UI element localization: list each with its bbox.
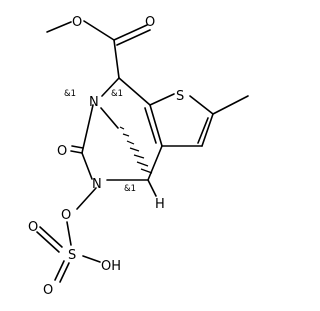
stereo-label-c-bridgehead: &1 bbox=[124, 184, 136, 194]
molecule-structure: O O S N O N O S O O OH H &1 &1 &1 bbox=[28, 15, 249, 298]
atom-h-bridgehead: H bbox=[155, 197, 165, 212]
atom-o-lactam: O bbox=[57, 144, 67, 159]
atom-s-sulfate: S bbox=[68, 248, 76, 263]
atom-n-bridge: N bbox=[89, 95, 99, 110]
atom-o-n-oxy: O bbox=[61, 208, 71, 223]
atom-s-thiophene: S bbox=[176, 89, 184, 104]
bond-layer bbox=[36, 20, 249, 283]
stereo-label-n-bridge: &1 bbox=[64, 89, 76, 99]
atom-o-sulfate-top: O bbox=[28, 220, 38, 235]
stereo-labels: &1 &1 &1 bbox=[64, 89, 136, 194]
stereo-label-c-ester: &1 bbox=[111, 89, 123, 99]
atom-labels: O O S N O N O S O O OH H bbox=[28, 15, 184, 298]
atom-o-sulfate-bottom: O bbox=[43, 283, 53, 298]
atom-o-ester-carbonyl: O bbox=[145, 15, 155, 30]
atom-o-ester-methoxy: O bbox=[72, 15, 82, 30]
atom-n-hydroxylamine: N bbox=[92, 177, 102, 192]
atom-oh-sulfate: OH bbox=[101, 259, 121, 274]
hashed-wedge-bond bbox=[119, 126, 153, 174]
